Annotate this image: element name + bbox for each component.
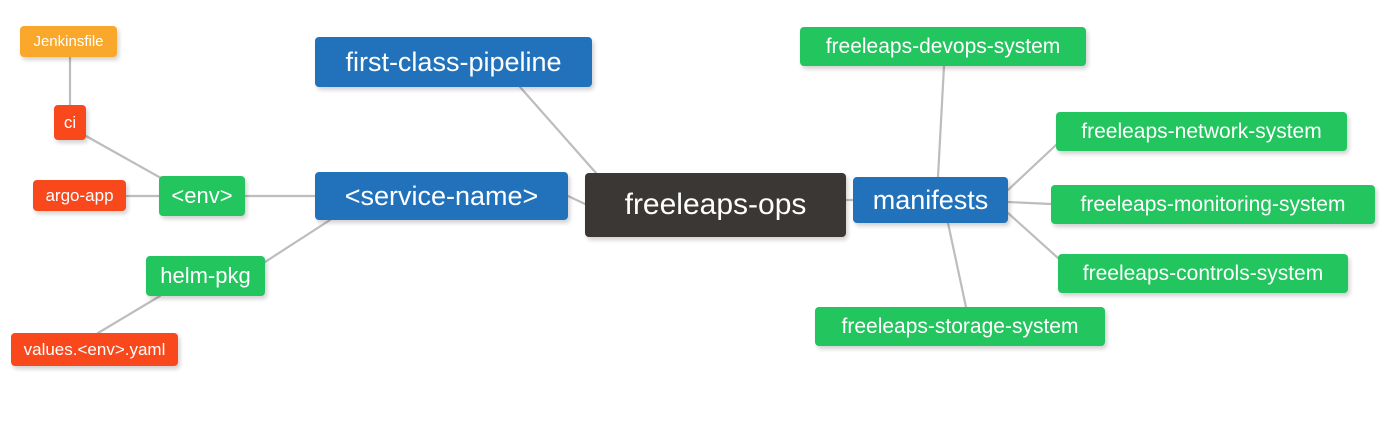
node-monitoring-system[interactable]: freeleaps-monitoring-system [1051, 185, 1375, 224]
edge-manifests-to-devops-system [936, 64, 946, 179]
edge-root-to-service-name [566, 194, 587, 206]
node-label-env: <env> [171, 183, 233, 208]
node-devops-system[interactable]: freeleaps-devops-system [800, 27, 1086, 66]
node-helm-pkg[interactable]: helm-pkg [146, 256, 265, 296]
node-label-network-system: freeleaps-network-system [1081, 120, 1322, 143]
node-controls-system[interactable]: freeleaps-controls-system [1058, 254, 1348, 293]
node-env[interactable]: <env> [159, 176, 245, 216]
node-first-class-pipeline[interactable]: first-class-pipeline [315, 37, 592, 87]
node-label-first-class-pipeline: first-class-pipeline [345, 46, 562, 77]
node-label-manifests: manifests [872, 184, 989, 215]
node-storage-system[interactable]: freeleaps-storage-system [815, 307, 1105, 346]
node-label-argo-app: argo-app [45, 186, 114, 205]
edge-manifests-to-monitoring-system [1006, 200, 1053, 206]
node-label-monitoring-system: freeleaps-monitoring-system [1080, 193, 1346, 216]
node-root[interactable]: freeleaps-ops [585, 173, 846, 237]
node-service-name[interactable]: <service-name> [315, 172, 568, 220]
edge-root-to-first-class-pipeline [518, 85, 598, 175]
edge-manifests-to-controls-system [1006, 211, 1060, 260]
node-jenkinsfile[interactable]: Jenkinsfile [20, 26, 117, 57]
edge-helm-pkg-to-values-yaml [96, 294, 162, 335]
node-argo-app[interactable]: argo-app [33, 180, 126, 211]
node-label-root: freeleaps-ops [624, 188, 807, 221]
edge-env-to-ci [84, 134, 170, 184]
node-label-ci: ci [63, 113, 77, 132]
node-label-values-yaml: values.<env>.yaml [23, 340, 166, 359]
node-values-yaml[interactable]: values.<env>.yaml [11, 333, 178, 366]
node-manifests[interactable]: manifests [853, 177, 1008, 223]
node-label-jenkinsfile: Jenkinsfile [33, 33, 104, 50]
node-label-controls-system: freeleaps-controls-system [1082, 262, 1324, 285]
node-label-storage-system: freeleaps-storage-system [841, 315, 1079, 338]
node-label-helm-pkg: helm-pkg [160, 263, 251, 288]
edge-service-name-to-helm-pkg [263, 218, 332, 264]
edge-manifests-to-storage-system [946, 221, 968, 309]
node-ci[interactable]: ci [54, 105, 86, 140]
node-label-devops-system: freeleaps-devops-system [825, 35, 1061, 58]
edge-manifests-to-network-system [1006, 143, 1058, 192]
node-network-system[interactable]: freeleaps-network-system [1056, 112, 1347, 151]
node-label-service-name: <service-name> [344, 180, 539, 211]
